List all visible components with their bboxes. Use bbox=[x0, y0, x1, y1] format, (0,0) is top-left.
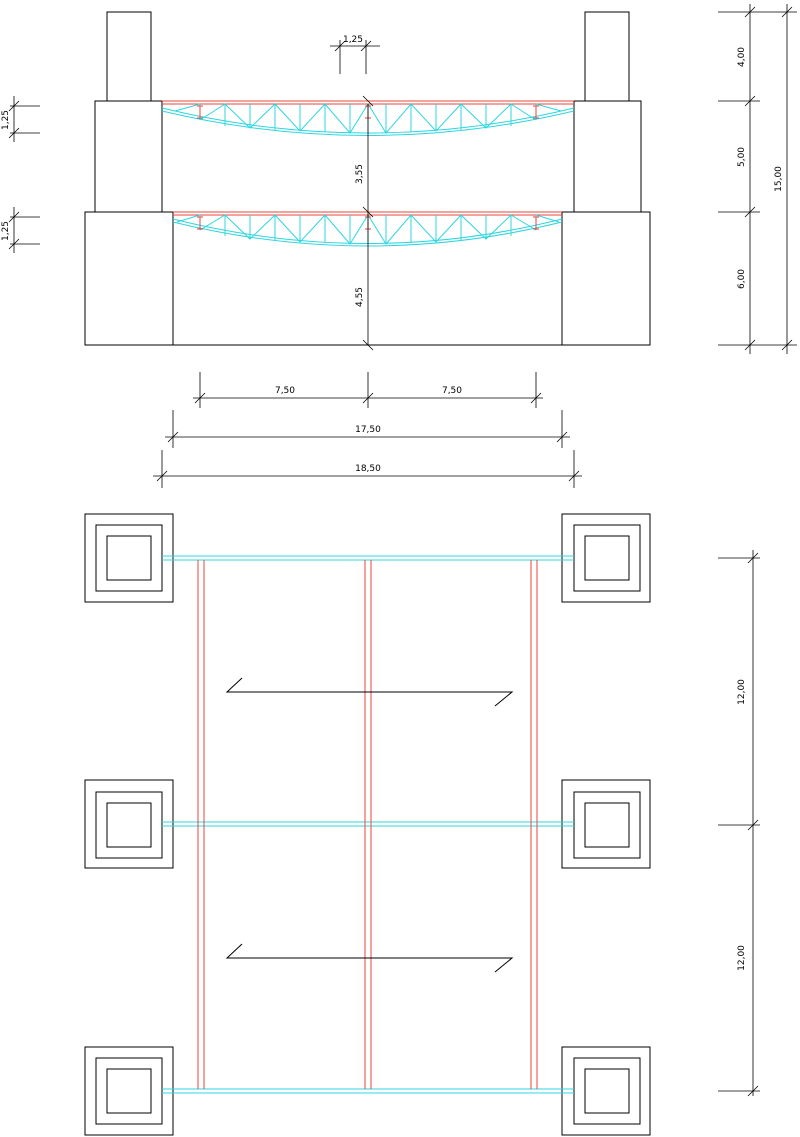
slope-marker-upper bbox=[225, 677, 514, 707]
plan-column-bottom-right bbox=[561, 1046, 651, 1136]
plan-column-top-left bbox=[84, 513, 174, 603]
column-top-right bbox=[584, 11, 630, 102]
dim-span-inner: 17,50 bbox=[355, 425, 381, 435]
span-dimensions: 7,50 7,50 17,50 18,50 bbox=[153, 372, 582, 488]
dim-level-bottom: 6,00 bbox=[737, 269, 747, 289]
elevation-view: 3,55 4,55 1,25 1,25 1,25 bbox=[1, 4, 797, 488]
column-mid-right bbox=[573, 100, 642, 213]
dim-clear-height-upper: 3,55 bbox=[355, 164, 365, 184]
dim-span-outer: 18,50 bbox=[355, 464, 381, 474]
plan-column-mid-right bbox=[561, 779, 651, 869]
dim-level-mid: 5,00 bbox=[737, 147, 747, 167]
dim-bay-right: 7,50 bbox=[442, 386, 462, 396]
slope-marker-lower bbox=[225, 943, 514, 973]
chord-spacing-dimension: 1,25 bbox=[330, 35, 380, 74]
dim-level-top: 4,00 bbox=[737, 47, 747, 67]
plan-purlins bbox=[197, 560, 538, 1089]
plan-column-mid-left bbox=[84, 779, 174, 869]
level-dimensions: 4,00 5,00 6,00 15,00 bbox=[718, 4, 797, 354]
dim-clear-height-lower: 4,55 bbox=[355, 287, 365, 307]
plan-bay-dimensions: 12,00 12,00 bbox=[718, 550, 760, 1097]
dim-chord-spacing: 1,25 bbox=[343, 35, 363, 45]
truss-lower bbox=[172, 211, 563, 247]
plan-view: 12,00 12,00 bbox=[84, 513, 760, 1136]
dim-plan-bay-1: 12,00 bbox=[737, 679, 747, 705]
dim-truss-depth-top: 1,25 bbox=[1, 110, 11, 130]
column-base-left bbox=[84, 211, 174, 346]
truss-depth-dimensions: 1,25 1,25 bbox=[1, 96, 40, 253]
column-mid-left bbox=[94, 100, 163, 213]
plan-column-top-right bbox=[561, 513, 651, 603]
dim-level-total: 15,00 bbox=[774, 166, 784, 192]
column-base-right bbox=[561, 211, 651, 346]
dim-bay-left: 7,50 bbox=[275, 386, 295, 396]
plan-column-bottom-left bbox=[84, 1046, 174, 1136]
dim-truss-depth-bottom: 1,25 bbox=[1, 221, 11, 241]
column-top-left bbox=[106, 11, 152, 102]
plan-trusses bbox=[162, 555, 574, 1094]
center-height-dimension: 3,55 4,55 bbox=[355, 95, 374, 351]
dim-plan-bay-2: 12,00 bbox=[737, 945, 747, 971]
